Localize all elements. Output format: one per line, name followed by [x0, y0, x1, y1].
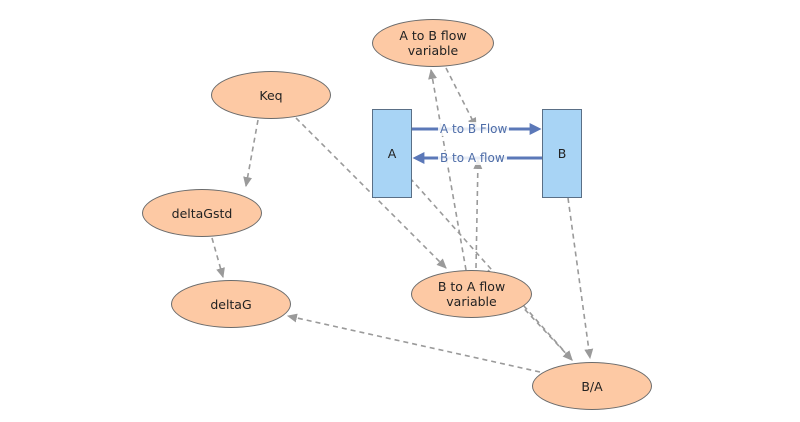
- link-delta_g_std-to-delta_g[interactable]: [211, 237, 225, 279]
- flow-label-a-to-b: A to B Flow: [438, 122, 510, 136]
- link-A-to-b_over_a[interactable]: [409, 177, 573, 361]
- link-a_to_b_flow_variable-to-a_to_b_flow[interactable]: [445, 67, 477, 128]
- link-b_to_a_flow_variable-to-b_to_a_flow[interactable]: [473, 158, 483, 269]
- stock-b[interactable]: B: [542, 109, 582, 198]
- variable-a-to-b-flow-variable[interactable]: A to B flow variable: [372, 19, 494, 67]
- stock-a[interactable]: A: [372, 109, 412, 198]
- variable-keq[interactable]: Keq: [211, 71, 331, 119]
- link-b_to_a_flow_variable-to-a_to_b_flow_variable[interactable]: [428, 68, 467, 271]
- link-keq-to-delta_g_std[interactable]: [243, 119, 259, 188]
- link-B-to-b_over_a[interactable]: [567, 197, 594, 360]
- variable-delta-g[interactable]: deltaG: [171, 280, 291, 328]
- flow-label-b-to-a: B to A flow: [438, 151, 507, 165]
- variable-delta-g-std[interactable]: deltaGstd: [142, 189, 262, 237]
- variable-b-over-a[interactable]: B/A: [532, 362, 652, 410]
- variable-b-to-a-flow-variable[interactable]: B to A flow variable: [411, 270, 532, 318]
- link-b_over_a-to-delta_g[interactable]: [286, 313, 541, 373]
